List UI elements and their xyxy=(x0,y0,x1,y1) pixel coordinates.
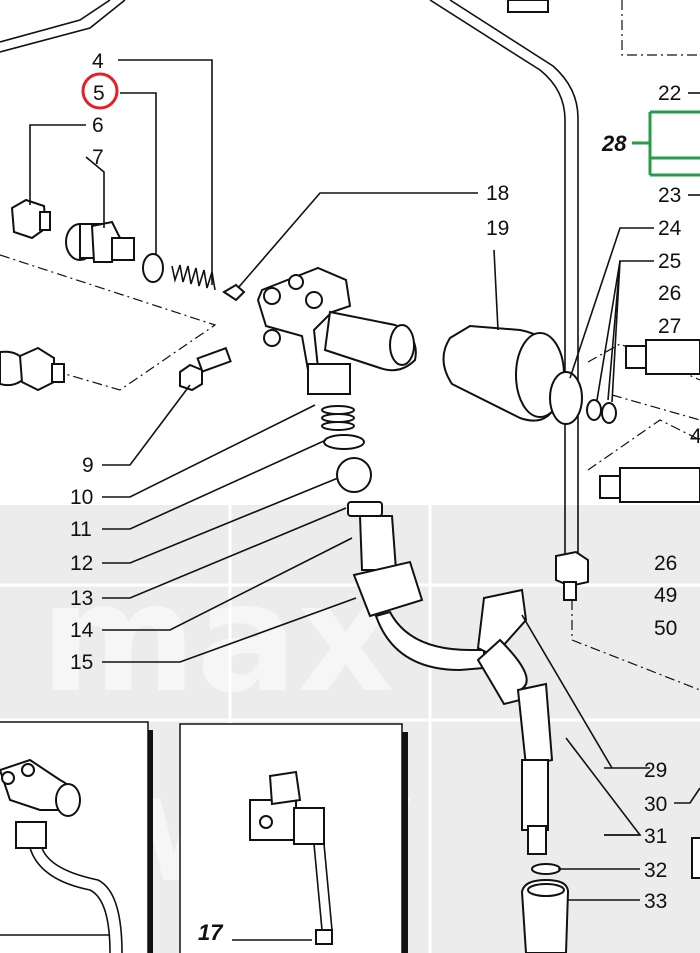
callout-9: 9 xyxy=(82,454,94,477)
part-13-collar xyxy=(347,501,383,517)
part-pipe-end-left xyxy=(0,346,65,392)
part-27-connector xyxy=(625,339,700,375)
part-4-spring xyxy=(171,264,216,291)
callout-28: 28 xyxy=(601,131,627,156)
part-11-washer xyxy=(323,434,365,450)
dashed-line-bottom-right xyxy=(571,600,700,691)
callout-19: 19 xyxy=(486,217,509,240)
part-12-ball xyxy=(336,457,372,493)
pipe-long xyxy=(429,0,566,555)
callout-10: 10 xyxy=(70,486,93,509)
part-14-pipe xyxy=(358,515,398,571)
part-6-nut xyxy=(10,198,51,240)
part-33-nozzle xyxy=(520,878,570,953)
part-25-o-ring-a xyxy=(586,399,602,421)
part-15-nut xyxy=(352,560,485,672)
callout-26-bottom: 26 xyxy=(654,552,677,575)
part-31-tube xyxy=(516,682,554,855)
watermark-text: max xyxy=(40,552,394,726)
callout-26-top: 26 xyxy=(658,282,681,305)
pipe-top-left xyxy=(0,0,111,43)
callout-14: 14 xyxy=(70,619,94,642)
dashed-group-right-mid xyxy=(587,419,700,471)
group-28-bracket xyxy=(632,110,700,177)
callout-4-right: 4 xyxy=(690,425,700,448)
callout-12: 12 xyxy=(70,552,93,575)
callout-27: 27 xyxy=(658,315,681,338)
callout-25: 25 xyxy=(658,250,681,273)
callout-6: 6 xyxy=(92,114,104,137)
callout-17: 17 xyxy=(198,920,224,945)
callout-49: 49 xyxy=(654,584,677,607)
callout-18: 18 xyxy=(486,182,509,205)
callout-13: 13 xyxy=(70,587,93,610)
part-9-screw xyxy=(179,346,232,392)
callout-32: 32 xyxy=(644,859,667,882)
dashed-box-top-right xyxy=(621,0,700,56)
part-10-spring xyxy=(321,405,355,431)
part-25-o-ring-b xyxy=(601,402,617,424)
part-pipe-fitting-right xyxy=(555,550,589,601)
callout-33: 33 xyxy=(644,890,667,913)
callout-22: 22 xyxy=(658,82,681,105)
inset-left xyxy=(0,721,153,953)
part-24-o-ring xyxy=(549,371,583,425)
inset-right xyxy=(179,723,408,953)
part-5-o-ring xyxy=(142,253,164,283)
callout-7: 7 xyxy=(92,146,104,169)
callout-31: 31 xyxy=(644,825,667,848)
highlight-circle-item-5 xyxy=(81,72,119,110)
callout-4: 4 xyxy=(92,50,104,73)
part-26-connector xyxy=(599,467,700,503)
leader-lines xyxy=(29,59,700,901)
callout-5: 5 xyxy=(93,82,105,105)
callout-30: 30 xyxy=(644,793,667,816)
part-29-fitting xyxy=(476,588,528,706)
part-18-pin xyxy=(222,283,246,302)
part-19-head xyxy=(442,324,565,422)
callout-29: 29 xyxy=(644,759,667,782)
callout-11: 11 xyxy=(70,518,92,541)
callout-15: 15 xyxy=(70,651,93,674)
part-7-fitting xyxy=(65,220,135,263)
callout-23: 23 xyxy=(658,184,681,207)
part-tee-body xyxy=(256,266,417,395)
callout-50: 50 xyxy=(654,617,677,640)
callout-24: 24 xyxy=(658,217,682,240)
part-32-o-ring xyxy=(531,863,561,875)
